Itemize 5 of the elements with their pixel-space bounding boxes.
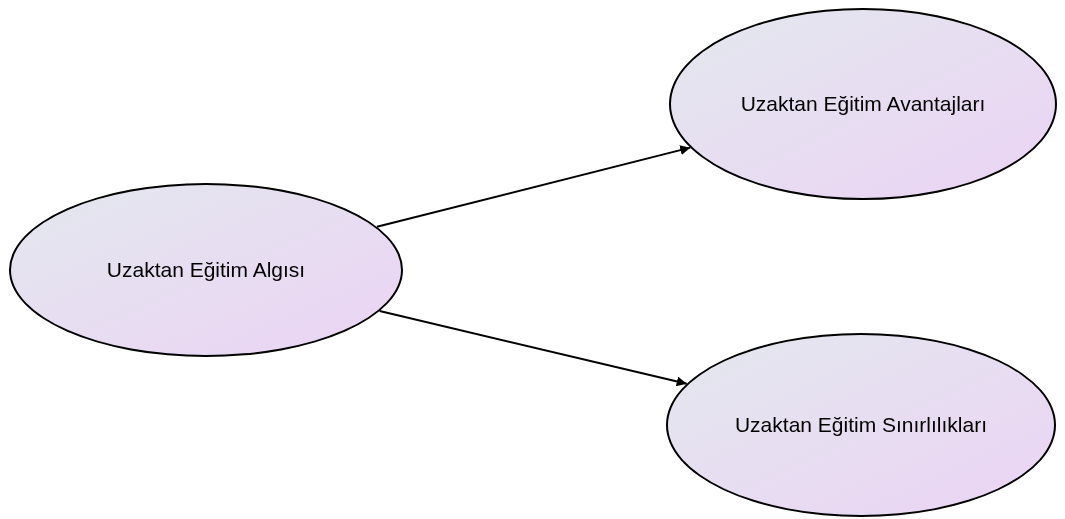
arrow — [378, 310, 688, 387]
node-label: Uzaktan Eğitim Avantajları — [739, 91, 987, 118]
arrow — [376, 145, 692, 228]
node-label: Uzaktan Eğitim Sınırlılıkları — [733, 412, 989, 439]
node-label: Uzaktan Eğitim Algısı — [105, 257, 307, 284]
